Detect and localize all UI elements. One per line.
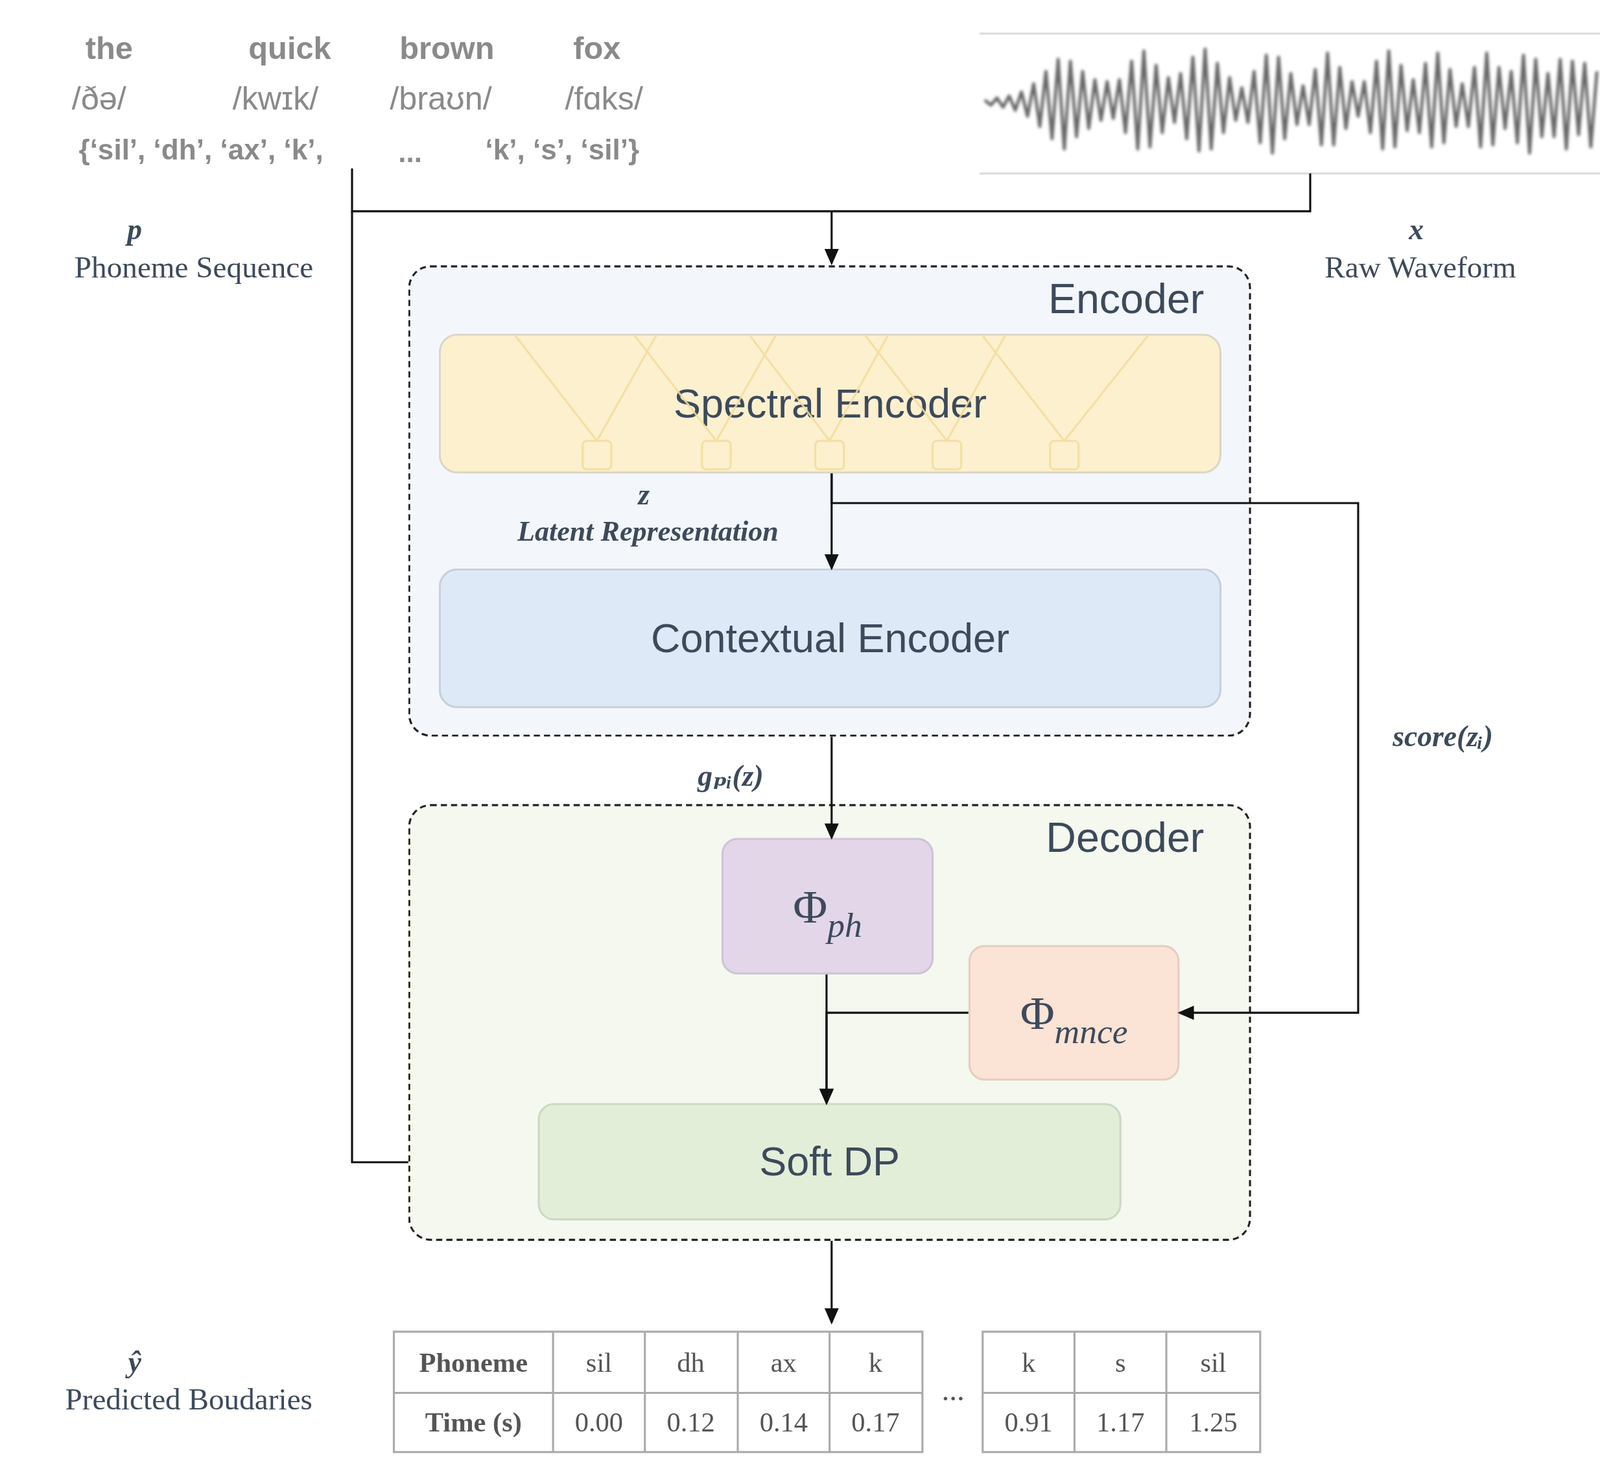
flow-arrow: [826, 1012, 969, 1103]
module-name: Spectral Encoder: [673, 380, 987, 427]
encoder-group: EncoderSpectral EncoderContextual Encode…: [408, 265, 1252, 737]
phi-mnce-module: Φmnce: [968, 945, 1180, 1081]
module-name: Contextual Encoder: [650, 615, 1010, 662]
edge-label: score(zᵢ): [1392, 719, 1494, 754]
table-cell: dh: [676, 1347, 705, 1379]
table-cell: 0.12: [666, 1406, 715, 1439]
phoneme-set: ‘k’, ‘s’, ‘sil’}: [484, 133, 640, 166]
contextual-encoder: Contextual Encoder: [438, 568, 1222, 709]
group-heading: Decoder: [1045, 812, 1204, 864]
input-arrow: [830, 211, 833, 264]
table-cell: sil: [586, 1347, 612, 1379]
latent-caption: Latent Representation: [517, 515, 779, 548]
symbol-text: Φmnce: [1020, 985, 1129, 1040]
ipa-transcription: /fɑks/: [565, 80, 644, 118]
module-subscript: ph: [827, 905, 863, 944]
ipa-transcription: /braʊn/: [389, 80, 492, 118]
table-cell: 0.00: [575, 1406, 624, 1439]
input-caption: Raw Waveform: [1324, 250, 1517, 286]
variable-symbol: ŷ: [128, 1345, 142, 1379]
boundary-table: [394, 1331, 1261, 1453]
input-wire: [352, 168, 1311, 212]
table-cell: sil: [1200, 1347, 1226, 1379]
table-cell: 1.17: [1096, 1406, 1145, 1439]
output-arrow: [830, 1240, 833, 1323]
table-cell: ax: [770, 1347, 797, 1379]
phi-ph-module: Φph: [721, 837, 934, 975]
edge-label: gₚᵢ(z): [697, 757, 764, 793]
table-cell: k: [1021, 1347, 1036, 1379]
module-symbol: Φ: [1020, 986, 1055, 1039]
waveform-frame: [979, 172, 1600, 175]
group-heading: Encoder: [1048, 273, 1204, 325]
word: brown: [399, 30, 495, 68]
module-name: Soft DP: [759, 1139, 900, 1186]
flow-arrow: [831, 473, 1359, 1013]
word: fox: [573, 30, 621, 68]
table-cell: 1.25: [1188, 1406, 1237, 1439]
variable-symbol: z: [637, 477, 650, 512]
table-cell: k: [868, 1347, 883, 1379]
decoder-group: DecoderΦphΦmnceSoft DP: [408, 803, 1252, 1241]
module-subscript: mnce: [1054, 1011, 1129, 1050]
symbol-text: Φph: [792, 879, 862, 933]
soft-dp-module: Soft DP: [537, 1102, 1121, 1221]
ipa-transcription: /kwɪk/: [232, 80, 319, 118]
waveform-frame: [979, 32, 1600, 35]
input-caption: Phoneme Sequence: [74, 250, 314, 286]
conv-kernels: [515, 335, 1149, 470]
table-cell: 0.17: [851, 1406, 900, 1439]
table-cell: 0.91: [1004, 1406, 1053, 1439]
table-cell: 0.14: [759, 1406, 808, 1439]
word: the: [85, 30, 133, 68]
spectral-encoder: Spectral Encoder: [438, 333, 1222, 474]
ellipsis: ...: [398, 136, 423, 170]
ellipsis: ...: [941, 1372, 965, 1408]
table-header: Phoneme: [419, 1347, 529, 1379]
variable-symbol: p: [127, 212, 142, 247]
ipa-transcription: /ðə/: [71, 80, 127, 118]
table-cell: s: [1115, 1347, 1127, 1379]
waveform: [984, 49, 1597, 154]
phoneme-set: {‘sil’, ‘dh’, ‘ax’, ‘k’,: [78, 133, 323, 166]
variable-symbol: x: [1408, 212, 1424, 247]
table-header: Time (s): [425, 1406, 522, 1439]
module-symbol: Φ: [792, 880, 828, 933]
word: quick: [248, 30, 331, 68]
output-caption: Predicted Boudaries: [64, 1381, 313, 1417]
flow-arrow: [830, 736, 833, 838]
